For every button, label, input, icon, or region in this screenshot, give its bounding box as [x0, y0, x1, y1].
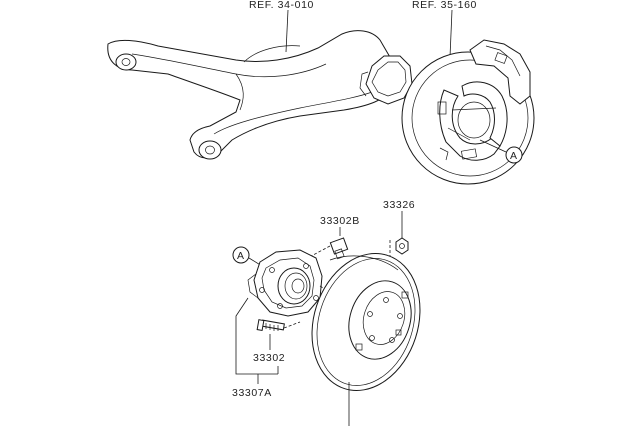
leader-ref-arm: [285, 9, 289, 53]
ref-label-brake[interactable]: REF. 35-160: [412, 0, 477, 11]
caliper-bracket: [469, 39, 531, 105]
nut-33326: [395, 237, 409, 255]
leader-ref-brake: [449, 9, 453, 58]
stud-assembly-line: [283, 321, 301, 329]
wheel-stud-33302: [256, 319, 285, 332]
callout-circle-top: [505, 146, 523, 164]
callout-circle-left: [232, 246, 250, 264]
bolt-assembly-line: [299, 245, 331, 263]
suspension-arm: [107, 30, 413, 160]
ref-label-arm[interactable]: REF. 34-010: [249, 0, 314, 11]
bolt-33302b: [329, 237, 349, 260]
callout-label-top[interactable]: A: [510, 150, 518, 162]
part-label-33307a[interactable]: 33307A: [232, 387, 272, 399]
hub-bearing-assembly: [247, 249, 323, 317]
part-label-33326[interactable]: 33326: [383, 199, 415, 211]
brake-shoe-right: [461, 81, 508, 147]
leader-callout-top: [479, 139, 507, 153]
bracket-33307a: [235, 297, 278, 375]
part-label-33302[interactable]: 33302: [253, 352, 285, 364]
lower-bushing: [198, 140, 222, 160]
part-label-33302b[interactable]: 33302B: [320, 215, 360, 227]
brake-backing-plate: [401, 39, 535, 185]
brake-disc-rotor: [311, 253, 421, 391]
front-bushing: [115, 53, 137, 71]
callout-label-left[interactable]: A: [237, 250, 245, 262]
